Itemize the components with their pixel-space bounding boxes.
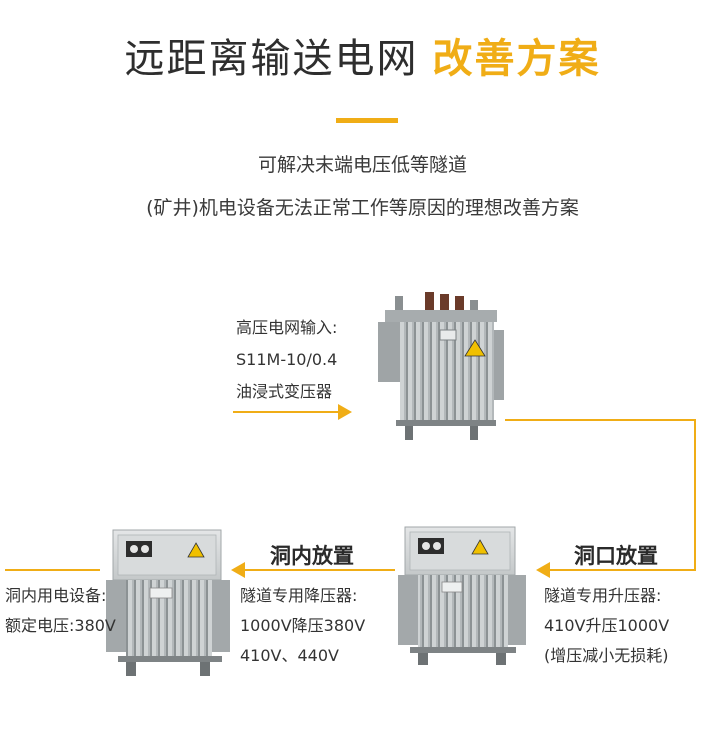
tunnel-inside-heading: 洞内放置 xyxy=(270,544,354,568)
tunnel-entrance-label-2: 410V升压1000V xyxy=(544,616,670,635)
oil-transformer-icon xyxy=(378,292,504,440)
tunnel-inside-label-1: 隧道专用降压器: xyxy=(240,586,358,605)
connector-top-to-entrance xyxy=(505,419,696,578)
subtitle-line-2: (矿井)机电设备无法正常工作等原因的理想改善方案 xyxy=(146,197,579,219)
connector-entrance-to-inside xyxy=(231,562,395,578)
tunnel-inside-label-2: 1000V降压380V xyxy=(240,616,366,635)
input-label-1: 高压电网输入: xyxy=(236,318,338,337)
input-label-2: S11M-10/0.4 xyxy=(236,350,338,369)
stepdown-transformer-icon xyxy=(106,529,230,676)
booster-transformer-icon xyxy=(398,526,526,665)
page-title: 远距离输送电网 改善方案 xyxy=(0,26,725,86)
title-underline xyxy=(336,118,398,123)
equipment-label-1: 洞内用电设备: xyxy=(5,586,107,605)
subtitle-line-1: 可解决末端电压低等隧道 xyxy=(257,154,467,176)
equipment-label-2: 额定电压:380V xyxy=(5,616,116,635)
tunnel-entrance-label-1: 隧道专用升压器: xyxy=(544,586,662,605)
arrow-input xyxy=(233,404,352,420)
input-label-3: 油浸式变压器 xyxy=(236,382,333,401)
title-main: 远距离输送电网 xyxy=(124,36,419,82)
tunnel-entrance-label-3: (增压减小无损耗) xyxy=(544,646,669,665)
tunnel-inside-label-3: 410V、440V xyxy=(240,646,339,665)
tunnel-entrance-heading: 洞口放置 xyxy=(574,544,658,568)
title-accent: 改善方案 xyxy=(432,36,601,82)
